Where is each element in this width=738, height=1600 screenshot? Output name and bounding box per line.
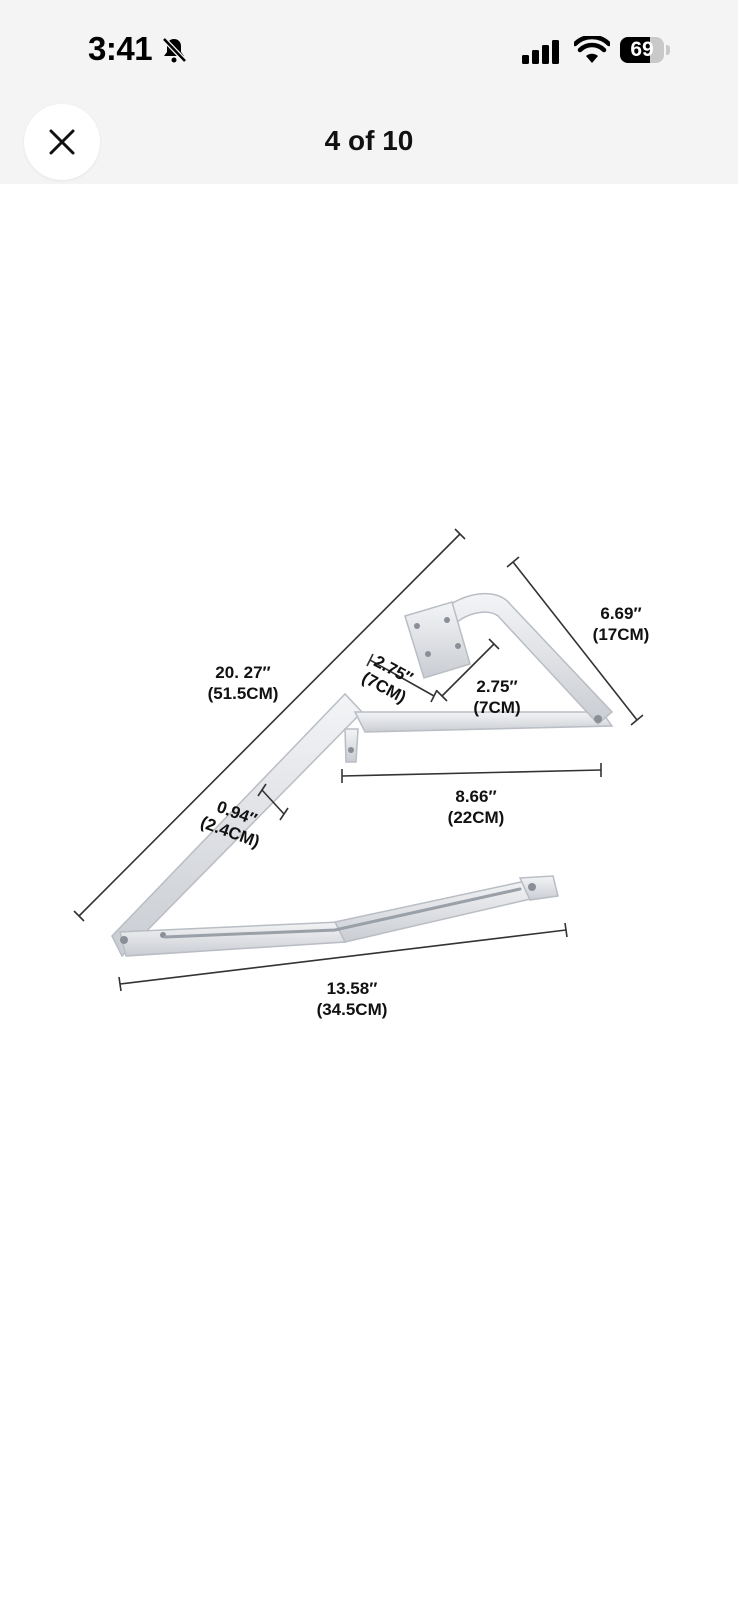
dim-top-arm-length-in: 8.66″: [455, 787, 496, 806]
dim-bottom-arm-length-in: 13.58″: [327, 979, 378, 998]
dim-top-arm-height-cm: (17CM): [593, 625, 650, 644]
dim-top-arm-height-in: 6.69″: [600, 604, 641, 623]
dimension-bottom-arm-length: 13.58″ (34.5CM): [317, 979, 388, 1019]
dim-bottom-arm-length-cm: (34.5CM): [317, 1000, 388, 1019]
dimension-top-arm-height: 6.69″ (17CM): [593, 604, 650, 644]
dimension-lines: [73, 528, 644, 992]
hinge-bracket: [111, 592, 614, 958]
dimension-total-length: 20. 27″ (51.5CM): [208, 663, 279, 703]
bracket-holes: [120, 617, 602, 944]
bell-slash-icon: [162, 37, 187, 63]
dim-mount-plate-height-cm: (7CM): [473, 698, 520, 717]
image-viewer-header: 4 of 10: [0, 100, 738, 184]
bracket-slot: [163, 887, 522, 939]
dim-total-length-cm: (51.5CM): [208, 684, 279, 703]
status-bar: 3:41 69: [0, 0, 738, 100]
image-counter: 4 of 10: [324, 125, 414, 156]
dimension-top-arm-length: 8.66″ (22CM): [448, 787, 505, 827]
battery-percentage: 69: [630, 38, 654, 61]
cellular-signal-icon: [522, 40, 559, 64]
product-image[interactable]: 20. 27″ (51.5CM) 6.69″ (17CM) 2.75″ (7CM…: [0, 184, 738, 1600]
wifi-icon: [574, 36, 610, 63]
status-time: 3:41: [88, 30, 153, 67]
dim-mount-plate-height-in: 2.75″: [476, 677, 517, 696]
dimension-mount-plate-height: 2.75″ (7CM): [473, 677, 520, 717]
close-icon: [49, 129, 75, 155]
dim-total-length-in: 20. 27″: [215, 663, 270, 682]
close-button[interactable]: [24, 104, 100, 180]
battery-icon: 69: [620, 37, 670, 63]
dimension-mount-plate-width: 2.75″ (7CM): [359, 652, 416, 707]
image-viewer[interactable]: 20. 27″ (51.5CM) 6.69″ (17CM) 2.75″ (7CM…: [0, 184, 738, 1600]
dim-top-arm-length-cm: (22CM): [448, 808, 505, 827]
